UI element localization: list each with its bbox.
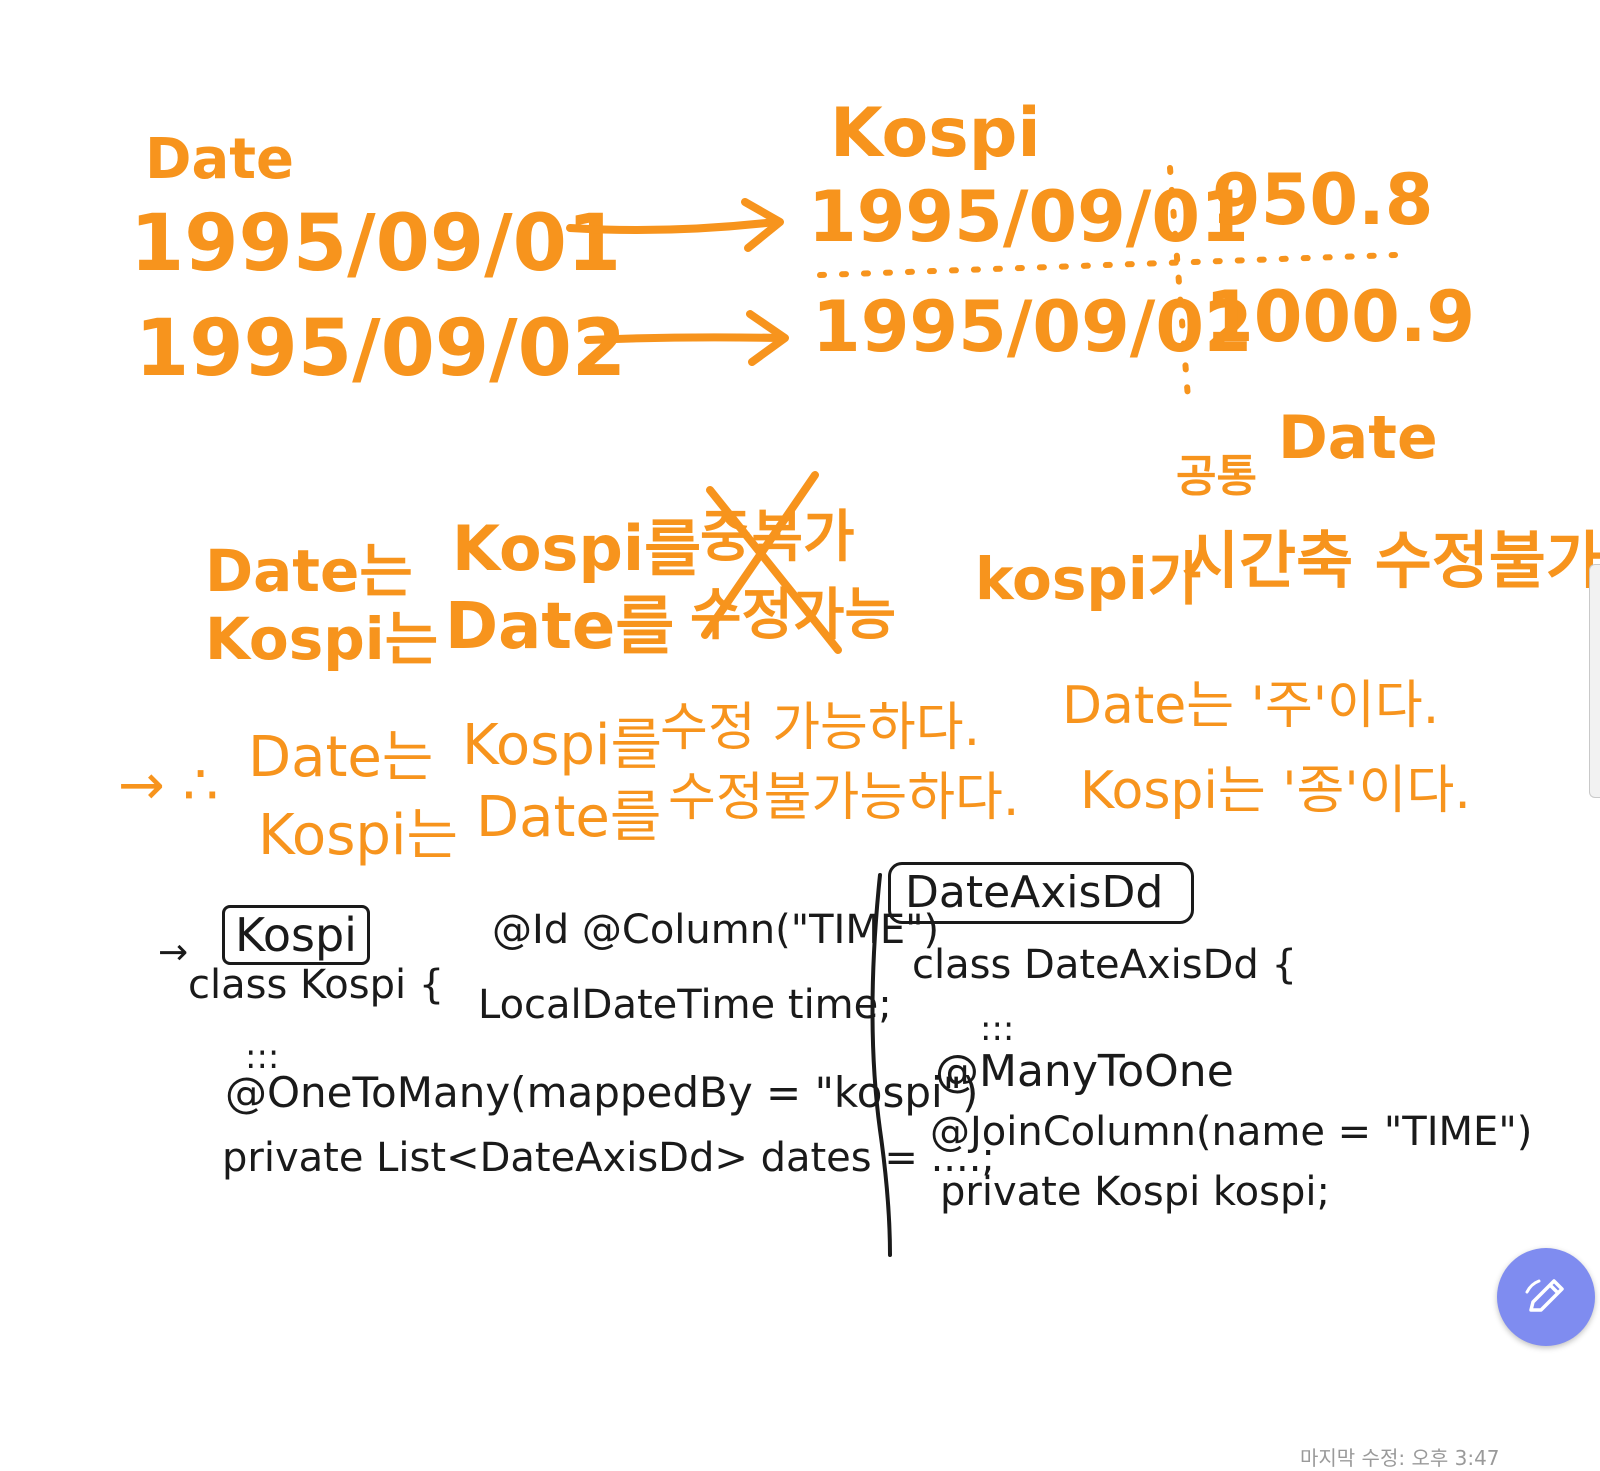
left-code-arrow: → [158, 932, 189, 973]
top-right-value-2: 1000.9 [1205, 276, 1476, 358]
conclusion-l2-a: Kospi는 [258, 803, 458, 868]
left-code-line-6: private List<DateAxisDd> dates = ....; [222, 1135, 995, 1181]
last-modified-status: 마지막 수정: 오후 3:47 [1300, 1446, 1500, 1470]
right-box-title: DateAxisDd [888, 862, 1195, 924]
right-code-line-5: private Kospi kospi; [940, 1169, 1330, 1215]
mid-col1-line2: Kospi는 [205, 605, 439, 673]
top-right-value-1: 950.8 [1212, 159, 1434, 241]
left-code-line-4: ::: [245, 1037, 280, 1077]
right-code-line-1: class DateAxisDd { [912, 942, 1297, 988]
edit-button[interactable] [1497, 1248, 1595, 1346]
strike-x [701, 471, 842, 654]
right-code-line-4: @JoinColumn(name = "TIME") [930, 1109, 1533, 1155]
mid-right-prefix: kospi가 [975, 545, 1202, 613]
mid-col3-line1: 중복가 [700, 505, 855, 570]
pen-icon [1525, 1279, 1564, 1312]
right-code-line-2: ::: [980, 1009, 1015, 1049]
conclusion-l1-b: Kospi를 [462, 713, 662, 778]
top-left-header: Date [145, 127, 295, 192]
mid-col2-line2: Date를 [445, 590, 675, 664]
mid-right-small: 공통 [1176, 451, 1257, 502]
left-code-line-5: @OneToMany(mappedBy = "kospi") [225, 1068, 979, 1117]
top-left-date-1: 1995/09/01 [130, 199, 622, 289]
top-left-date-2: 1995/09/02 [135, 304, 627, 394]
mid-col1-line1: Date는 [205, 537, 413, 605]
conclusion-right-2: Kospi는 '종'이다. [1080, 761, 1471, 821]
conclusion-arrow: → ∴ [118, 753, 219, 818]
conclusion-l1-c: 수정 가능하다. [660, 698, 981, 758]
table-dotted-lines [817, 165, 1398, 401]
conclusion-right-1: Date는 '주'이다. [1062, 676, 1440, 736]
conclusion-l2-c: 수정불가능하다. [668, 768, 1020, 828]
mid-col2-line1: Kospi를 [452, 512, 702, 585]
scroll-handle[interactable] [1589, 564, 1600, 798]
conclusion-l2-b: Date를 [476, 785, 662, 850]
mapping-arrows [566, 198, 789, 366]
left-code-line-1: class Kospi { [188, 962, 445, 1008]
left-code-line-2: @Id @Column("TIME") [492, 907, 940, 953]
conclusion-l1-a: Date는 [248, 725, 434, 790]
left-box-title: Kospi [222, 905, 370, 965]
right-code-line-3: @ManyToOne [935, 1046, 1234, 1097]
code-divider [870, 873, 892, 1257]
top-right-header: Kospi [830, 94, 1041, 173]
left-code-line-3: LocalDateTime time; [478, 982, 892, 1028]
mid-right-date: Date [1278, 403, 1438, 473]
mid-right-main: 시간축 수정불가 [1182, 524, 1600, 597]
